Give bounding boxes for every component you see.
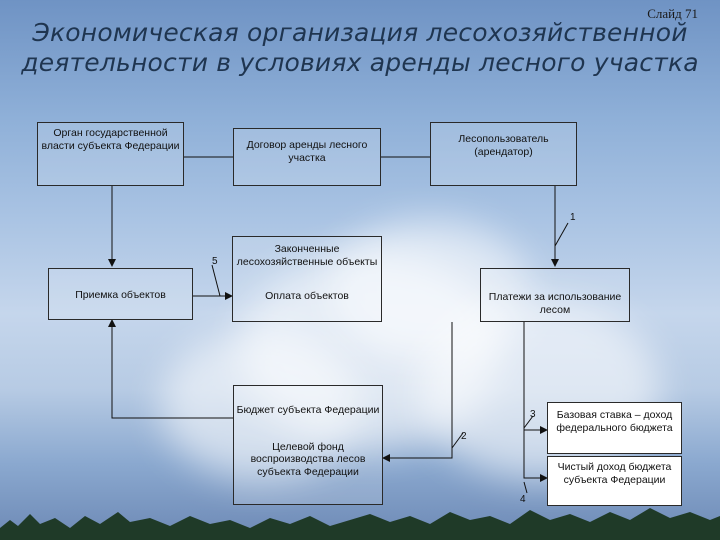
box-authority-text: Орган государственной власти субъекта Фе…	[41, 127, 180, 152]
box-forest-payments: Платежи за использование лесом	[480, 268, 630, 322]
arrow-payments-netincome	[523, 430, 548, 482]
treeline-silhouette	[0, 508, 720, 540]
box-tenant-text: Лесопользователь (арендатор)	[458, 133, 549, 158]
box-regional-budget-text: Бюджет субъекта Федерации	[236, 404, 380, 416]
box-lease-contract: Договор аренды лесного участка	[233, 128, 381, 186]
box-acceptance-text: Приемка объектов	[75, 289, 166, 301]
arrow-budget-acceptance	[108, 319, 233, 419]
box-authority: Орган государственной власти субъекта Фе…	[37, 122, 184, 186]
box-base-rate: Базовая ставка – доход федерального бюдж…	[547, 402, 682, 454]
box-completed-objects: Законченные лесохозяйственные объекты Оп…	[232, 236, 382, 322]
leader-3	[523, 415, 534, 429]
slide-title: Экономическая организация лесохозяйствен…	[21, 18, 699, 77]
box-target-fund-text: Целевой фонд воспроизводства лесов субъе…	[250, 440, 366, 478]
slide-number: Слайд 71	[647, 6, 698, 21]
box-forest-payments-text: Платежи за использование лесом	[488, 291, 622, 316]
label-3: 3	[530, 409, 536, 420]
leader-1	[554, 222, 569, 247]
leader-4	[523, 481, 528, 494]
box-lease-contract-text: Договор аренды лесного участка	[246, 139, 368, 164]
box-net-income-text: Чистый доход бюджета субъекта Федерации	[557, 461, 672, 486]
arrow-payments-budget	[382, 322, 453, 462]
leader-5	[211, 264, 221, 297]
cloud-shape	[160, 330, 360, 480]
box-tenant: Лесопользователь (арендатор)	[430, 122, 577, 186]
box-completed-objects-text: Законченные лесохозяйственные объекты	[236, 243, 378, 268]
box-acceptance: Приемка объектов	[48, 268, 193, 320]
label-4: 4	[520, 494, 526, 505]
label-5: 5	[212, 256, 218, 267]
box-net-income: Чистый доход бюджета субъекта Федерации	[547, 456, 682, 506]
box-regional-budget: Бюджет субъекта Федерации Целевой фонд в…	[233, 385, 383, 505]
label-1: 1	[570, 212, 576, 223]
leader-2	[451, 432, 464, 449]
box-base-rate-text: Базовая ставка – доход федерального бюдж…	[556, 409, 673, 434]
box-payment-objects-text: Оплата объектов	[265, 290, 349, 302]
label-2: 2	[461, 431, 467, 442]
